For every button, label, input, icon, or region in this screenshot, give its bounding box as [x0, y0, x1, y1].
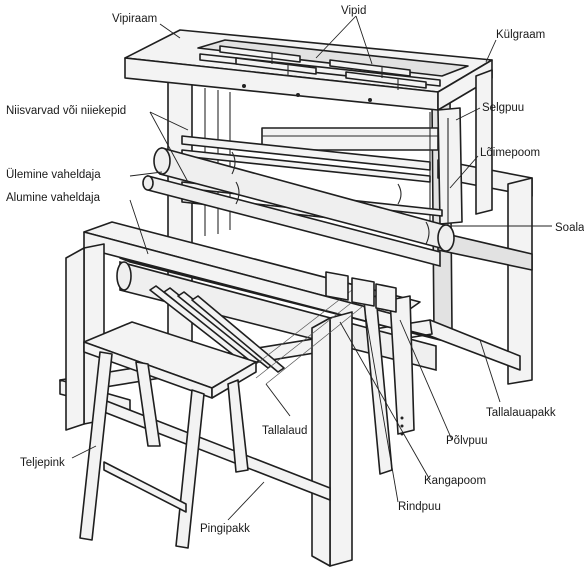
label-niisvarvad: Niisvarvad või niiekepid	[6, 105, 126, 117]
label-vipid: Vipid	[341, 5, 366, 17]
label-loimepoom: Lõimepoom	[480, 147, 540, 159]
label-alumine-vaheldaja: Alumine vaheldaja	[6, 192, 101, 204]
label-polvpuu: Põlvpuu	[446, 435, 488, 447]
top-frame-vipiraam	[124, 29, 493, 225]
label-tallalaud: Tallalaud	[262, 425, 307, 437]
rollers	[142, 146, 455, 268]
treadles	[149, 271, 397, 385]
label-selgpuu: Selgpuu	[482, 102, 524, 114]
label-soalaud: Soala	[555, 222, 584, 234]
diagram-labels: Vipiraam Vipid Külgraam Niisvarvad või n…	[6, 5, 584, 535]
label-tallalauapakk: Tallalauapakk	[486, 407, 556, 419]
label-vipiraam: Vipiraam	[112, 13, 157, 25]
label-teljepink: Teljepink	[20, 457, 65, 469]
leader-lines	[71, 15, 552, 521]
label-kulgraam: Külgraam	[496, 29, 545, 41]
label-ulemine-vaheldaja: Ülemine vaheldaja	[6, 169, 101, 181]
label-kangapoom: Kangapoom	[424, 475, 486, 487]
label-pingipakk: Pingipakk	[200, 523, 250, 535]
label-rindpuu: Rindpuu	[398, 501, 441, 513]
